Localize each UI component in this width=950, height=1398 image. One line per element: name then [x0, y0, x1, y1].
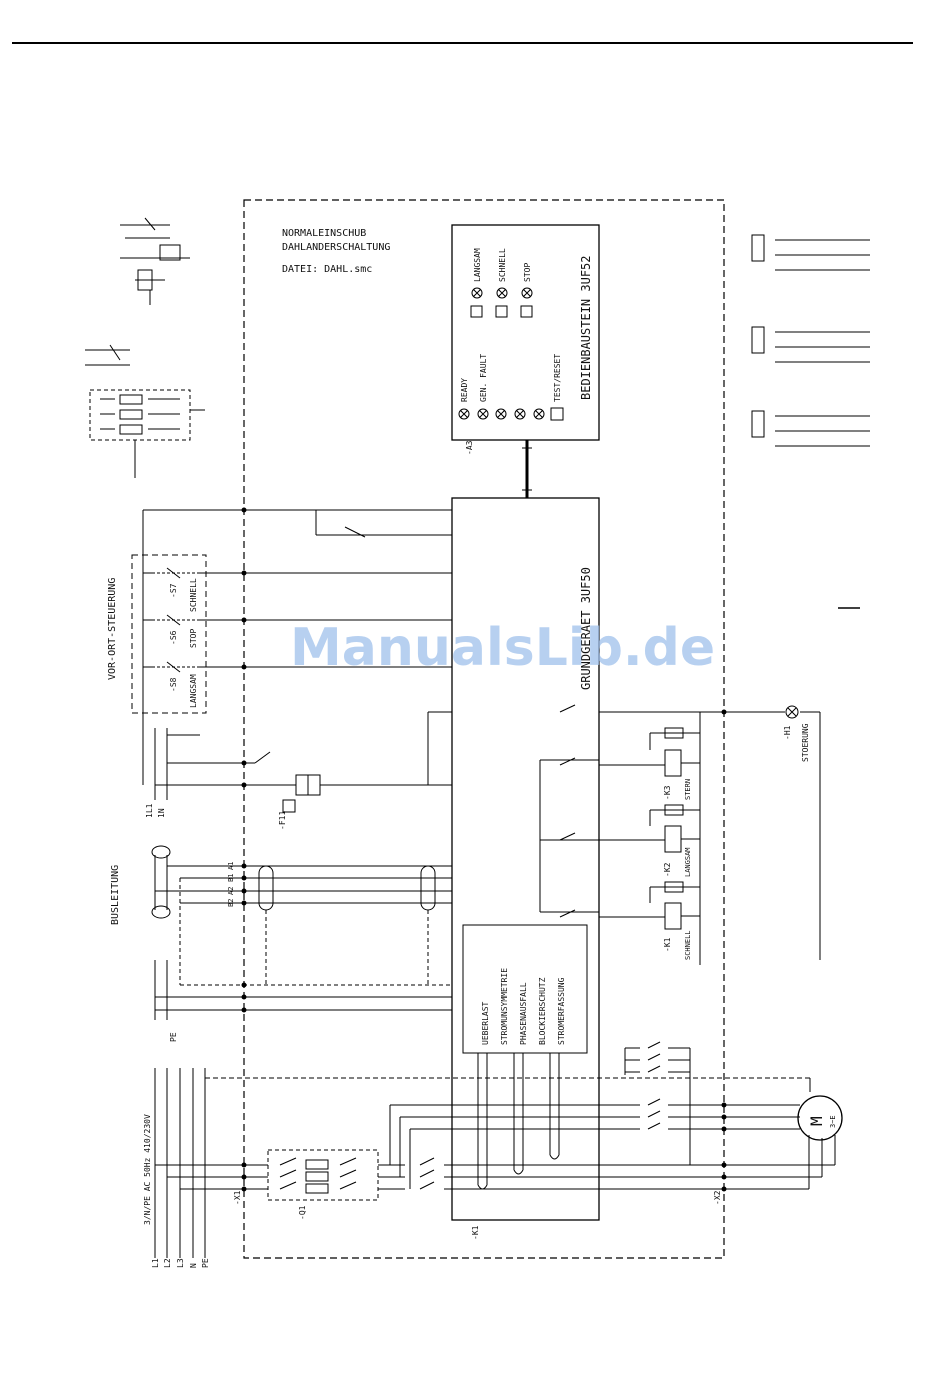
led-ready-icon — [458, 408, 470, 420]
local-control-panel: VOR-ORT-STEUERUNG -S7 SCHNELL -S6 STOP -… — [107, 554, 207, 714]
header-line-2: DAHLANDERSCHALTUNG — [282, 242, 390, 253]
motor-sub: 3~E — [829, 1115, 837, 1128]
button-s8-ref: -S8 — [169, 677, 178, 692]
led-langsam-icon — [471, 287, 483, 299]
bus-pin-b1: B1 — [227, 874, 235, 882]
aux-detail-breaker — [85, 344, 205, 478]
contactor-k2-ref: -K2 — [663, 862, 672, 877]
fault-lamp-ref: -H1 — [783, 725, 792, 740]
contactor-k3-ref: -K3 — [663, 785, 672, 800]
fault-lamp — [724, 711, 821, 960]
button-s6-ref: -S6 — [169, 630, 178, 645]
basic-unit: GRUNDGERAET 3UF50 -K1 UEBERLAST STROMUNS… — [451, 497, 600, 1240]
function-3: PHASENAUSFALL — [519, 982, 528, 1045]
protection-functions-box — [462, 924, 588, 1054]
button-s6-label: STOP — [189, 629, 198, 648]
supply-l2: L2 — [163, 1258, 172, 1268]
local-control-title: VOR-ORT-STEUERUNG — [107, 578, 118, 680]
led-aux3-icon — [533, 408, 545, 420]
fuse-ref: -F11 — [278, 811, 287, 830]
contactor-k3-label: STERN — [684, 779, 692, 800]
operator-panel-title: BEDIENBAUSTEIN 3UF52 — [579, 256, 593, 401]
header-line-1: NORMALEINSCHUB — [282, 228, 366, 239]
aux-detail-top — [120, 217, 190, 305]
function-4: BLOCKIERSCHUTZ — [538, 977, 547, 1045]
bus-pin-a1: A1 — [227, 862, 235, 870]
control-supply-pe: PE — [169, 1032, 178, 1042]
contactor-k1-ref: -K1 — [663, 937, 672, 952]
contactor-k2-label: LANGSAM — [684, 847, 692, 877]
basic-unit-title: GRUNDGERAET 3UF50 — [579, 567, 593, 690]
contactor-reference-tables — [751, 234, 870, 447]
drawer-enclosure — [243, 199, 725, 1259]
led-aux2-icon — [514, 408, 526, 420]
fault-lamp-icon — [785, 705, 799, 719]
led-langsam-label: LANGSAM — [473, 248, 482, 282]
supply-l1: L1 — [151, 1258, 160, 1268]
watermark: ManualsLib.de — [290, 618, 715, 678]
basic-unit-ref: -K1 — [471, 1225, 480, 1240]
operator-panel: BEDIENBAUSTEIN 3UF52 -A3 READY GEN. FAUL… — [451, 224, 600, 455]
breaker-ref: -Q1 — [298, 1205, 307, 1220]
function-2: STROMUNSYMMETRIE — [500, 968, 509, 1045]
function-1: UEBERLAST — [481, 1001, 490, 1045]
supply-l3: L3 — [176, 1258, 185, 1268]
led-fault-label: GEN. FAULT — [479, 354, 488, 402]
led-schnell-icon — [496, 287, 508, 299]
supply-n: N — [189, 1263, 198, 1268]
button-s7-label: SCHNELL — [189, 578, 198, 612]
led-ready-label: READY — [460, 378, 469, 402]
terminals-x2 — [721, 1102, 727, 1192]
operator-panel-ref: -A3 — [465, 440, 474, 455]
main-power-circuit — [154, 1041, 836, 1258]
led-fault-icon — [477, 408, 489, 420]
supply-pe: PE — [201, 1258, 210, 1268]
function-5: STROMERFASSUNG — [557, 977, 566, 1045]
terminal-x2-ref: -X2 — [713, 1190, 722, 1205]
led-schnell-label: SCHNELL — [498, 248, 507, 282]
led-aux-icon — [495, 408, 507, 420]
test-reset-label: TEST/RESET — [553, 354, 562, 402]
button-s8-label: LANGSAM — [189, 674, 198, 708]
header-line-3: DATEI: DAHL.smc — [282, 264, 372, 275]
motor-symbol: M — [807, 1116, 826, 1126]
contactor-k1-label: SCHNELL — [684, 930, 692, 960]
button-s7-ref: -S7 — [169, 583, 178, 598]
led-stop-icon — [521, 287, 533, 299]
relay-outputs — [539, 704, 724, 965]
led-stop-label: STOP — [523, 263, 532, 282]
bus-pin-a2: A2 — [227, 887, 235, 895]
bus-cable — [151, 845, 452, 1020]
supply-label: 3/N/PE AC 50Hz 410/230V — [143, 1114, 152, 1225]
control-supply — [154, 711, 452, 813]
test-reset-button — [550, 407, 564, 421]
control-supply-1l1: 1L1 — [145, 803, 154, 818]
control-supply-1n: 1N — [157, 808, 166, 818]
motor: M 3~E — [797, 1095, 843, 1141]
bus-pin-b2: B2 — [227, 899, 235, 907]
terminal-x1-ref: -X1 — [233, 1190, 242, 1205]
fault-lamp-label: STOERUNG — [801, 723, 810, 762]
bus-title: BUSLEITUNG — [110, 865, 121, 925]
